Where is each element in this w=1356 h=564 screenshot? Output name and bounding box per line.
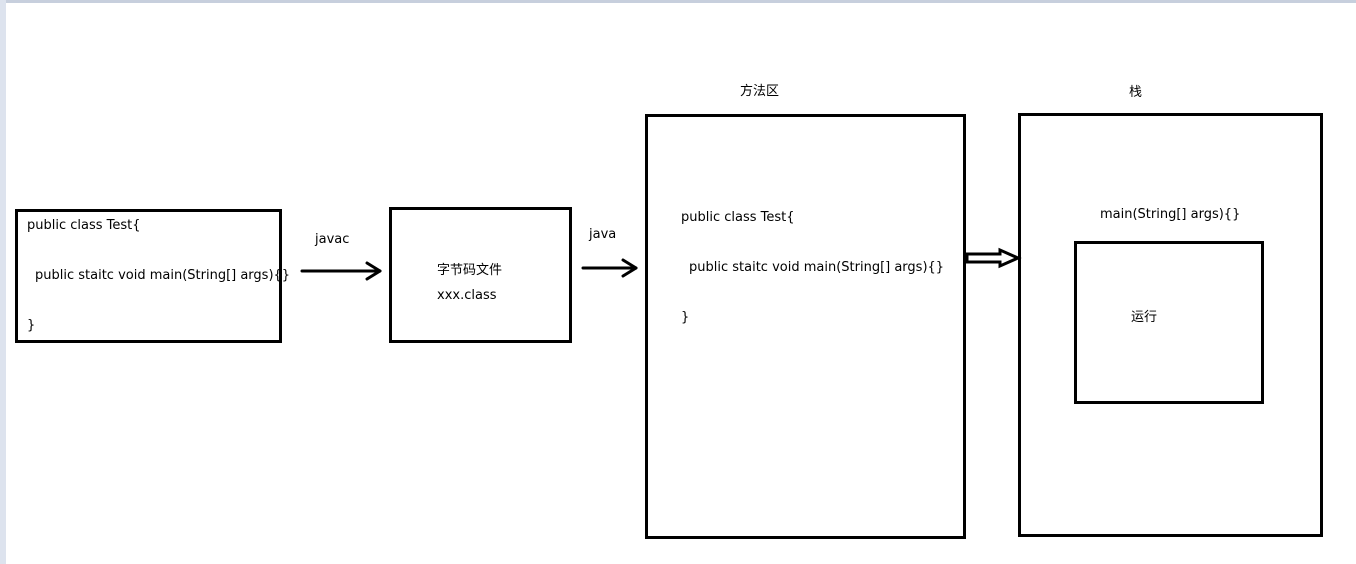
- load-hollow-arrow: [965, 247, 1022, 269]
- source-line-main: public staitc void main(String[] args){}: [35, 268, 291, 283]
- method-area-title: 方法区: [740, 84, 780, 99]
- stack-frame-label: main(String[] args){}: [1100, 207, 1241, 222]
- source-line-class: public class Test{: [27, 218, 141, 233]
- method-area-line-close: }: [681, 310, 690, 325]
- run-label: 运行: [1131, 310, 1158, 325]
- javac-arrow: [300, 261, 382, 281]
- method-area-line-class: public class Test{: [681, 210, 795, 225]
- bytecode-file: xxx.class: [437, 288, 497, 303]
- method-area-line-main: public staitc void main(String[] args){}: [689, 260, 945, 275]
- stack-frame-box: [1074, 241, 1264, 404]
- bytecode-box: [389, 207, 572, 343]
- java-arrow: [581, 258, 638, 278]
- java-label: java: [589, 227, 617, 242]
- source-line-close: }: [27, 318, 36, 333]
- bytecode-title: 字节码文件: [437, 263, 503, 278]
- window-left-border: [0, 0, 6, 564]
- stack-title: 栈: [1129, 85, 1143, 100]
- window-top-border: [0, 0, 1356, 3]
- javac-label: javac: [315, 232, 350, 247]
- source-code-box: [15, 209, 282, 343]
- method-area-box: [645, 114, 966, 539]
